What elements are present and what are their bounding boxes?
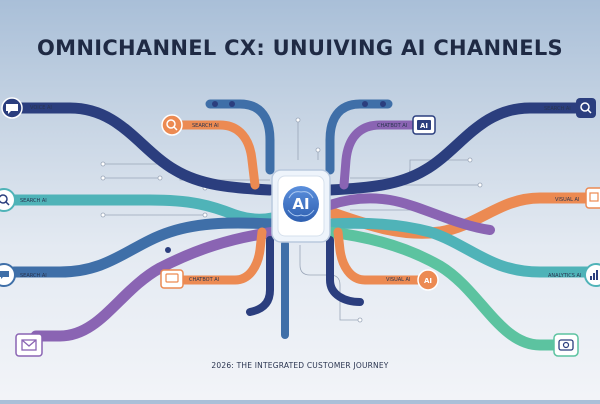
- left-channel-bands: [8, 99, 289, 342]
- band-navy-right: [324, 102, 590, 196]
- ai-chip-icon: [417, 120, 431, 130]
- magnifier-icon: [166, 119, 176, 129]
- endpoint-dots-left: [165, 101, 253, 315]
- label-voice-ai: VOICE AI: [30, 105, 52, 111]
- camera-icon: [558, 339, 574, 351]
- band-navy-left: [8, 102, 276, 196]
- hub-label: AI: [292, 195, 309, 213]
- chat-bubble-icon: [0, 271, 9, 279]
- label-search-low-left: SEARCH AI: [20, 273, 47, 279]
- band-green-right: [322, 226, 562, 351]
- icon-visual-low-right[interactable]: AI: [417, 269, 439, 291]
- icon-chatbot-top-right[interactable]: AI: [412, 115, 436, 135]
- endpoint-dots-right: [357, 101, 493, 305]
- svg-text:AI: AI: [420, 122, 428, 130]
- icon-search-top-left[interactable]: [161, 114, 183, 136]
- icon-voice-ai[interactable]: [1, 97, 23, 119]
- icon-search-top-right[interactable]: [576, 98, 596, 118]
- image-icon: [589, 192, 599, 202]
- ai-chip-icon: AI: [424, 277, 432, 285]
- icon-search-mid-left[interactable]: [0, 188, 16, 212]
- icon-chatbot-low-left[interactable]: [160, 269, 184, 289]
- band-navy-low-right: [326, 236, 364, 306]
- brain-icon: [283, 186, 319, 222]
- magnifier-icon: [580, 102, 590, 112]
- band-orange-top-left: [170, 120, 260, 190]
- band-purple-left: [30, 226, 281, 342]
- magnifier-icon: [0, 194, 8, 204]
- ai-hub: AI: [271, 169, 331, 243]
- icon-visual-right[interactable]: [585, 187, 600, 209]
- icon-email-left[interactable]: [15, 333, 43, 357]
- page-title: OMNICHANNEL CX: UNUIVING AI CHANNELS: [37, 36, 563, 60]
- footer-caption: 2026: THE INTEGRATED CUSTOMER JOURNEY: [211, 361, 389, 370]
- envelope-icon: [21, 339, 37, 351]
- band-teal-left: [8, 194, 278, 225]
- label-analytics-right: ANALYTICS AI: [548, 273, 581, 279]
- label-chatbot-top-right: CHATBOT AI: [377, 123, 407, 129]
- speech-bubble-icon: [6, 104, 18, 114]
- label-visual-low-right: VISUAL AI: [386, 277, 410, 283]
- label-visual-right: VISUAL AI: [555, 197, 579, 203]
- icon-search-low-left[interactable]: [0, 263, 16, 287]
- band-blue-lower-left: [8, 217, 278, 278]
- band-blue-upper-left: [205, 99, 275, 175]
- label-search-top-right: SEARCH AI: [544, 106, 571, 112]
- bar-chart-icon: [590, 270, 598, 280]
- band-orange-low-right: [333, 227, 435, 285]
- band-blue-upper-right: [325, 99, 393, 175]
- band-navy-low-center: [246, 236, 274, 316]
- band-purple-right: [325, 193, 495, 235]
- label-search-top-left: SEARCH AI: [192, 123, 219, 129]
- right-channel-bands: [322, 99, 598, 351]
- band-purple-top-right: [339, 120, 425, 190]
- band-orange-low-left: [163, 227, 267, 285]
- chat-window-icon: [165, 273, 179, 283]
- label-chatbot-low-left: CHATBOT AI: [189, 277, 219, 283]
- band-teal-right: [324, 217, 598, 278]
- icon-camera-right[interactable]: [553, 333, 579, 357]
- icon-analytics-right[interactable]: [584, 263, 600, 287]
- label-search-mid-left: SEARCH AI: [20, 198, 47, 204]
